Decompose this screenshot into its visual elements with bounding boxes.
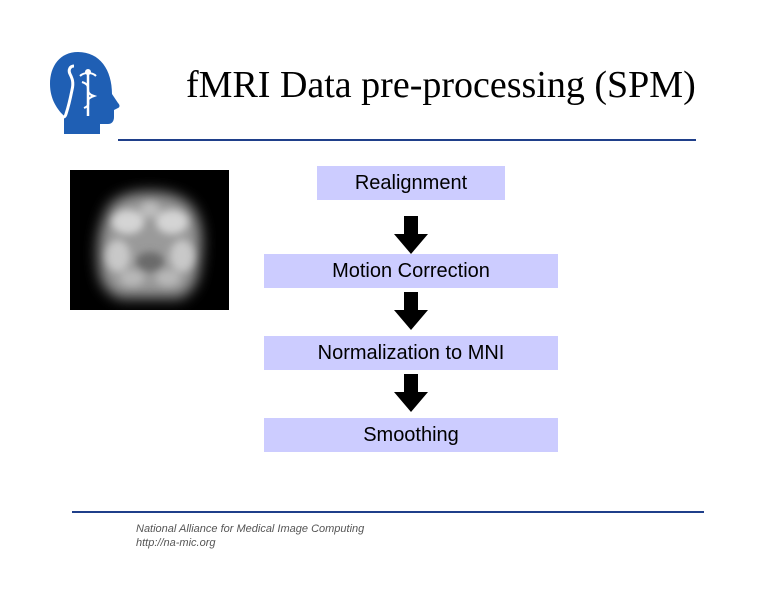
footer: National Alliance for Medical Image Comp…: [136, 522, 364, 550]
footer-url[interactable]: http://na-mic.org: [136, 537, 216, 549]
step-realignment: Realignment: [317, 166, 505, 200]
brain-mri-image: [70, 170, 229, 310]
step-smoothing: Smoothing: [264, 418, 558, 452]
step-motion-correction: Motion Correction: [264, 254, 558, 288]
slide-title: fMRI Data pre-processing (SPM): [186, 64, 696, 106]
footer-organization: National Alliance for Medical Image Comp…: [136, 523, 365, 535]
title-divider: [118, 139, 696, 141]
down-arrow-icon: [394, 292, 428, 330]
brain-mri-icon: [70, 170, 229, 310]
footer-divider: [72, 511, 704, 513]
step-normalization: Normalization to MNI: [264, 336, 558, 370]
down-arrow-icon: [394, 374, 428, 412]
namic-logo: [48, 50, 120, 136]
head-profile-logo-icon: [50, 52, 120, 134]
down-arrow-icon: [394, 216, 428, 254]
